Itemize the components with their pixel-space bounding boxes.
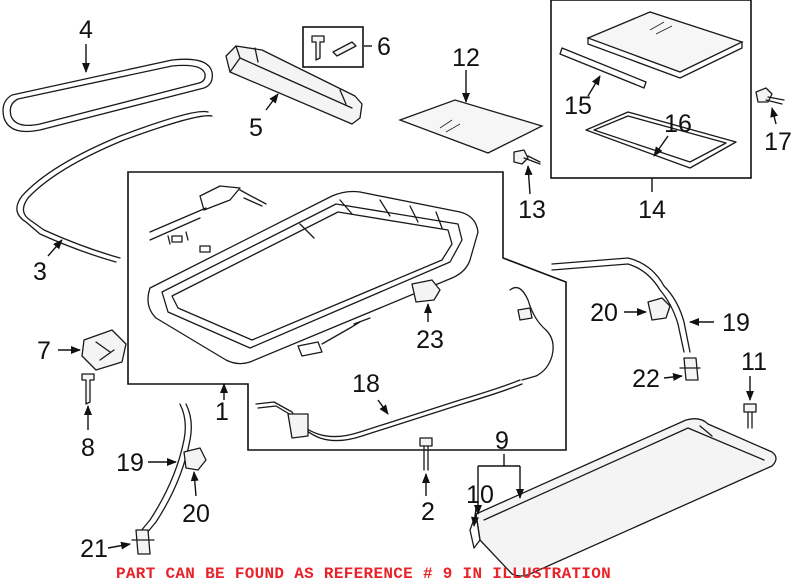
callout-5: 5 — [249, 114, 263, 142]
part-18-wiring-harness[interactable] — [255, 286, 554, 442]
callout-23: 23 — [416, 326, 444, 354]
part-11-bolt[interactable] — [743, 403, 757, 429]
part-22-drain-valve[interactable] — [679, 357, 701, 381]
callout-11: 11 — [741, 348, 767, 376]
part-5-wind-deflector[interactable] — [225, 45, 363, 125]
callout-21: 21 — [80, 535, 108, 563]
callout-17: 17 — [764, 128, 792, 156]
callout-14: 14 — [638, 196, 666, 224]
part-23-clip[interactable] — [411, 279, 441, 303]
callout-labels: 4 5 6 12 13 14 15 16 17 3 7 8 1 18 23 20… — [33, 16, 792, 563]
part-13-bolt[interactable] — [513, 149, 541, 165]
part-19-drain-tube-left[interactable] — [139, 403, 192, 535]
part-15-seal-strip[interactable] — [559, 47, 647, 89]
callout-1: 1 — [215, 398, 229, 426]
callout-13: 13 — [518, 196, 546, 224]
callout-19-left: 19 — [116, 449, 144, 477]
callout-7: 7 — [37, 337, 51, 365]
part-4-glass-seal[interactable] — [2, 58, 213, 133]
part-16-frame-seal[interactable] — [585, 111, 737, 169]
part-21-drain-valve[interactable] — [131, 529, 155, 555]
part-1-callout-box — [127, 171, 567, 451]
callout-22: 22 — [632, 365, 660, 393]
callout-6: 6 — [377, 33, 391, 61]
part-1-sunroof-frame[interactable] — [147, 185, 479, 365]
part-20-grommet-left[interactable] — [183, 447, 207, 471]
part-7-motor[interactable] — [81, 329, 127, 371]
callout-8: 8 — [81, 434, 95, 462]
callout-18: 18 — [352, 370, 380, 398]
callout-2: 2 — [421, 498, 435, 526]
part-17-bolt[interactable] — [755, 87, 785, 105]
callout-9: 9 — [495, 427, 509, 455]
part-20-grommet-right[interactable] — [647, 297, 671, 321]
leader-lines — [47, 44, 779, 550]
callout-15: 15 — [564, 92, 592, 120]
part-19-drain-tube-right[interactable] — [551, 257, 691, 353]
part-6-fastener-set[interactable] — [302, 26, 364, 68]
part-8-screw[interactable] — [81, 373, 95, 405]
part-14-glass-assembly-group[interactable] — [550, 0, 752, 179]
callout-20-right: 20 — [590, 299, 618, 327]
part-12-glass-panel[interactable] — [398, 99, 544, 154]
callout-19-right: 19 — [722, 309, 750, 337]
part-9-sunshade[interactable] — [475, 418, 777, 577]
callout-16: 16 — [664, 110, 692, 138]
callout-3: 3 — [33, 258, 47, 286]
callout-4: 4 — [79, 16, 93, 44]
callout-10: 10 — [466, 481, 494, 509]
callout-12: 12 — [452, 44, 480, 72]
callout-20-left: 20 — [182, 500, 210, 528]
reference-note: PART CAN BE FOUND AS REFERENCE # 9 IN IL… — [116, 565, 611, 583]
part-2-bolt[interactable] — [419, 437, 433, 471]
part-3-weatherstrip[interactable] — [16, 110, 213, 263]
